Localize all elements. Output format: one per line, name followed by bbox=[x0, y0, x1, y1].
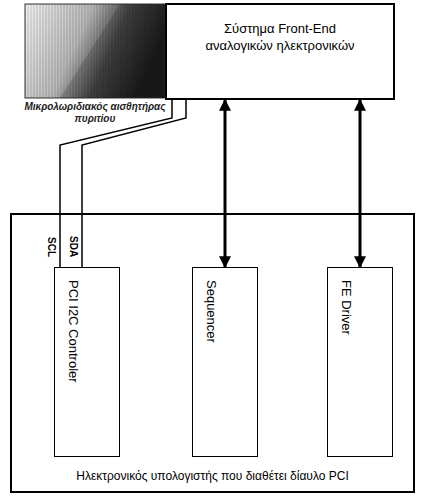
signal-wire bbox=[60, 100, 172, 267]
box-label: Σύστημα Front-End αναλογικών ηλεκτρονικώ… bbox=[167, 5, 393, 61]
bus-arrow bbox=[224, 100, 227, 267]
sensor-caption: Μικρολωριδιακός αισθητήρας πυριτίου bbox=[20, 101, 170, 125]
signal-wire bbox=[82, 100, 186, 267]
sensor-shade bbox=[60, 4, 165, 98]
signal-name: SCL bbox=[45, 237, 57, 257]
box-title: Ηλεκτρονικός υπολογιστής που διαθέτει δί… bbox=[12, 465, 413, 491]
sequencer-box: Sequencer bbox=[192, 267, 258, 457]
box-label: Sequencer bbox=[203, 280, 219, 343]
bus-arrow bbox=[359, 100, 362, 267]
box-label: PCI I2C Controler bbox=[65, 280, 81, 383]
signal-name: SDA bbox=[67, 236, 79, 257]
sensor-body bbox=[25, 4, 165, 98]
sensor-strips bbox=[25, 4, 165, 98]
frontend-box: Σύστημα Front-End αναλογικών ηλεκτρονικώ… bbox=[165, 3, 395, 100]
driver-box: FE Driver bbox=[327, 267, 393, 457]
box-label: FE Driver bbox=[338, 280, 354, 335]
controller-box: PCI I2C Controler bbox=[54, 267, 120, 457]
